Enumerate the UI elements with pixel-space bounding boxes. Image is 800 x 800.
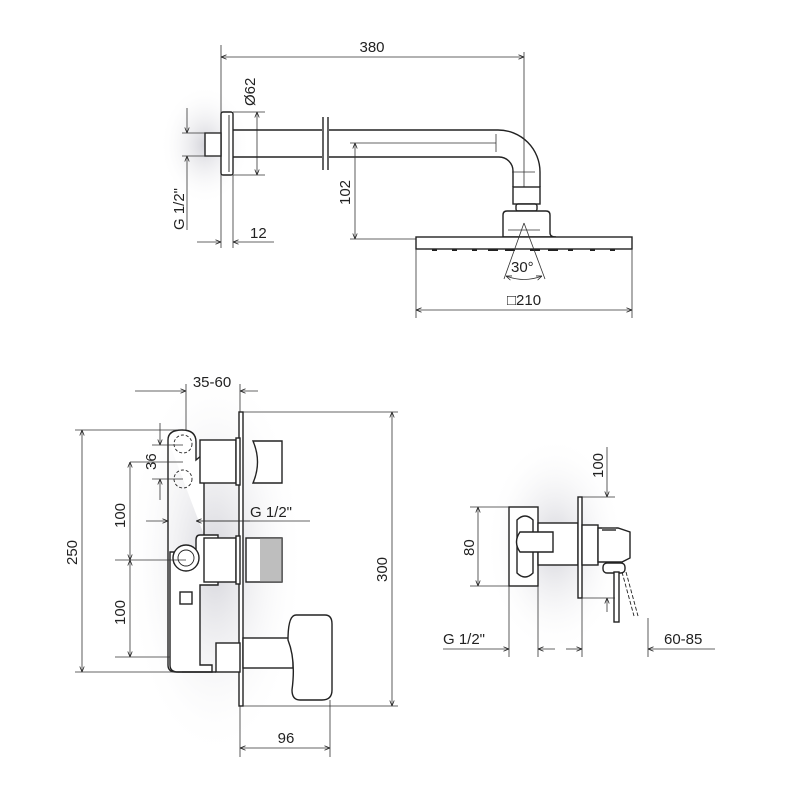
shower-head-view: 380 G 1/2" 12 Ø62 102 [171,39,633,318]
inlet-connection [172,544,200,572]
shower-arm [233,129,541,187]
dim-handle-projection: 96 [278,730,295,747]
dim-upper-spacing: 100 [112,503,129,528]
dim-lower-spacing: 100 [112,600,129,625]
dim-thread: G 1/2" [443,631,485,648]
dim-thread: G 1/2" [250,504,292,521]
valve-cartridge [515,531,554,553]
handle-stem [242,637,294,669]
swivel-joint [512,186,541,205]
dim-spray-angle: 30° [511,259,534,276]
screw [179,591,193,605]
dim-outlet-spacing: 36 [143,453,160,470]
dim-plate-height: 300 [374,557,391,582]
wall-flange [220,111,234,176]
dim-thread: G 1/2" [171,188,188,230]
side-lever [613,571,620,623]
dim-total-height: 250 [64,540,81,565]
diverter-cartridge [199,439,237,484]
dim-head-size: □210 [507,292,541,309]
thread-nipple [204,132,222,157]
dim-flange-depth: 12 [250,225,267,242]
mixer-side-view: 80 100 G 1/2" 60-85 [443,447,715,657]
side-handle-body [597,527,631,563]
lever-handle[interactable] [287,614,333,701]
mixer-front-view: 35-60 300 250 [64,374,398,757]
diverter-knob [251,440,283,484]
nozzles [432,249,615,251]
dim-arm-length: 380 [359,39,384,56]
dim-flange-diameter: Ø62 [242,78,259,106]
shower-head-plate [415,236,633,250]
dim-offset: 100 [590,453,607,478]
dim-drop-height: 102 [337,180,354,205]
head-body [502,210,557,238]
dim-depth-range: 60-85 [664,631,702,648]
dim-install-depth: 35-60 [193,374,231,391]
thermostat-cartridge [203,537,237,583]
dim-body-height: 80 [461,539,478,556]
